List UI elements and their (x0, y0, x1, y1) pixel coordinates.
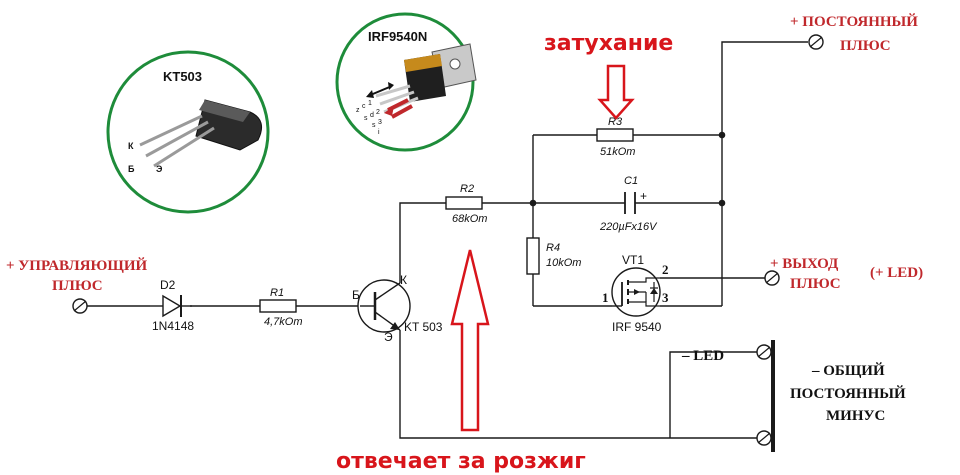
q-part: KT 503 (404, 320, 443, 334)
transistor-kt503[interactable]: Б К Э KT 503 (352, 273, 443, 344)
output-plus-label-1: + ВЫХОД (770, 256, 839, 272)
fade-note: затухание (544, 31, 673, 56)
svg-text:s: s (372, 122, 376, 129)
terminal-plus-const[interactable] (808, 34, 824, 50)
r3-ref: R3 (608, 116, 623, 128)
resistor-r2[interactable]: R2 68kOm (445, 183, 487, 225)
junction-dot (718, 131, 726, 139)
svg-text:z: z (356, 107, 360, 114)
junction-dot (718, 199, 726, 207)
vt1-part: IRF 9540 (612, 320, 662, 334)
irf-title: IRF9540N (368, 29, 427, 44)
c1-ref: C1 (624, 175, 638, 187)
q-pin-b: Б (352, 288, 360, 302)
q-pin-k: К (400, 273, 407, 287)
transistor-icon (357, 279, 411, 333)
capacitor-c1[interactable]: C1 + 220µFx16V (599, 175, 658, 233)
up-arrow-icon (450, 249, 490, 432)
irf-circle (335, 12, 475, 152)
fade-annotation: затухание (544, 31, 673, 120)
common-minus-label-2: ПОСТОЯННЫЙ (790, 385, 906, 402)
ignition-note: отвечает за розжиг (336, 449, 586, 474)
control-plus-label-1: + УПРАВЛЯЮЩИЙ (6, 257, 148, 274)
d2-ref: D2 (160, 278, 176, 292)
wires (86, 41, 808, 452)
q-pin-e: Э (384, 330, 393, 344)
vt1-pin1: 1 (602, 290, 609, 305)
resistor-icon (259, 299, 297, 313)
diode-icon (162, 294, 182, 318)
kt503-package-view: KT503 К Б Э (106, 50, 270, 214)
resistor-r1[interactable]: R1 4,7kOm (259, 287, 303, 328)
ignition-annotation: отвечает за розжиг (336, 249, 586, 474)
svg-text:s: s (364, 115, 368, 122)
mosfet-vt1[interactable]: VT1 IRF 9540 1 2 3 (602, 253, 669, 334)
vt1-pin3: 3 (662, 290, 669, 305)
resistor-icon (526, 237, 540, 275)
resistor-icon (596, 128, 634, 142)
kt503-pin-b: Б (128, 164, 135, 174)
resistor-r4[interactable]: R4 10kOm (526, 237, 581, 275)
terminal-common-minus[interactable] (756, 430, 772, 446)
vt1-ref: VT1 (622, 253, 644, 267)
common-minus-label-1: – ОБЩИЙ (811, 362, 885, 379)
svg-text:c: c (362, 103, 366, 110)
irf9540n-package-view: IRF9540N z c 1 s d 2 s 3 i (335, 12, 477, 152)
terminal-led-minus[interactable] (756, 344, 772, 360)
d2-part: 1N4148 (152, 319, 194, 333)
common-minus-label-3: МИНУС (826, 408, 885, 424)
vt1-pin2: 2 (662, 262, 669, 277)
output-plus-label-3: (+ LED) (870, 265, 923, 281)
output-plus-label-2: ПЛЮС (790, 276, 841, 292)
kt503-pin-k: К (128, 141, 134, 151)
plus-const-label-1: + ПОСТОЯННЫЙ (790, 13, 918, 30)
down-arrow-icon (597, 64, 635, 120)
svg-text:2: 2 (376, 109, 380, 116)
junction-dot (529, 199, 537, 207)
svg-text:d: d (370, 112, 374, 119)
r1-value: 4,7kOm (264, 316, 303, 328)
r4-value: 10kOm (546, 257, 581, 269)
svg-text:3: 3 (378, 119, 382, 126)
terminal-control-plus[interactable] (72, 298, 88, 314)
terminal-output-plus[interactable] (764, 270, 780, 286)
svg-text:1: 1 (368, 100, 372, 107)
plus-const-label-2: ПЛЮС (840, 38, 891, 54)
resistor-icon (445, 196, 483, 210)
c1-polarity: + (640, 189, 647, 203)
control-plus-label-2: ПЛЮС (52, 278, 103, 294)
led-minus-label: – LED (681, 348, 724, 364)
kt503-title: KT503 (163, 69, 202, 84)
svg-text:i: i (378, 129, 380, 136)
c1-value: 220µFx16V (599, 221, 658, 233)
resistor-r3[interactable]: R3 51kOm (596, 116, 635, 158)
r2-ref: R2 (460, 183, 474, 195)
r1-ref: R1 (270, 287, 284, 299)
diode-d2[interactable]: D2 1N4148 (150, 278, 194, 333)
r3-value: 51kOm (600, 146, 635, 158)
kt503-pin-e: Э (156, 164, 163, 174)
r2-value: 68kOm (452, 213, 487, 225)
r4-ref: R4 (546, 242, 560, 254)
